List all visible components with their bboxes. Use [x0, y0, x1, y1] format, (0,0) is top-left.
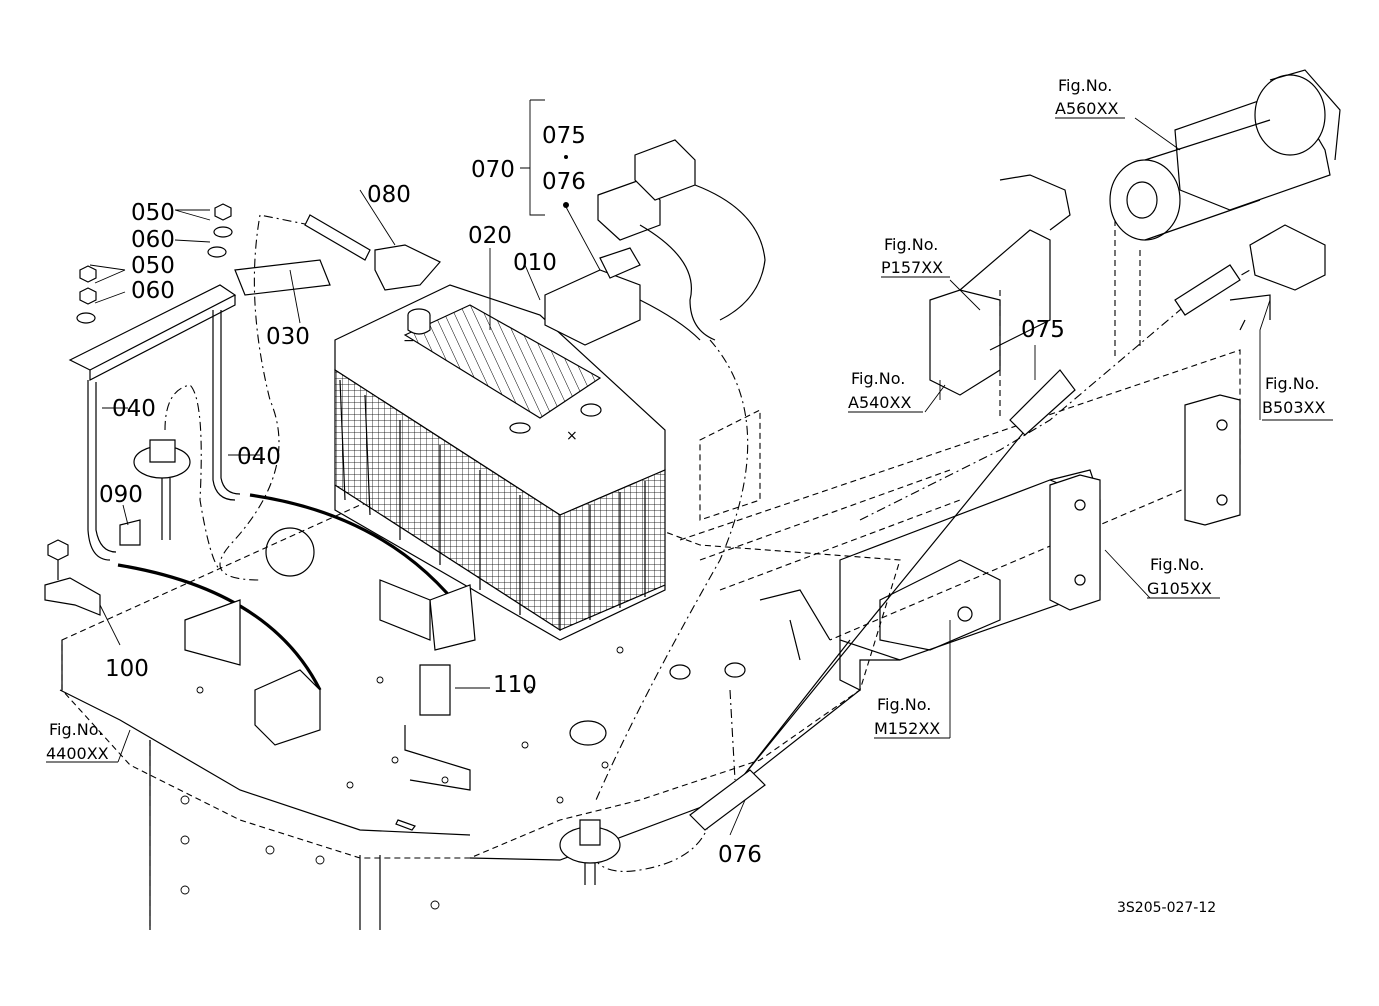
leader-lines [89, 99, 1271, 836]
label-090: 090 [99, 482, 143, 508]
label-040-left: 040 [112, 396, 156, 422]
figref-m152: Fig.No. M152XX [874, 695, 950, 739]
label-020: 020 [468, 223, 512, 249]
label-070: 070 [471, 157, 515, 183]
figref-p157: Fig.No. P157XX [881, 235, 950, 278]
label-075-top: 075 [542, 123, 586, 149]
label-076-bottom: 076 [718, 842, 762, 868]
label-030: 030 [266, 324, 310, 350]
svg-text:Fig.No.: Fig.No. [49, 720, 103, 739]
part-labels: 050 060 050 060 030 080 020 010 070 075 … [99, 123, 1065, 868]
positive-sign: × [566, 428, 578, 444]
battery: − × [334, 284, 666, 641]
label-076-top: 076 [542, 169, 586, 195]
figure-references: Fig.No. A560XX Fig.No. P157XX Fig.No. A5… [46, 76, 1333, 763]
label-110: 110 [493, 672, 537, 698]
figref-a560: Fig.No. A560XX [1055, 76, 1125, 119]
label-060-lower: 060 [131, 278, 175, 304]
label-075-right: 075 [1021, 317, 1065, 343]
svg-text:Fig.No.: Fig.No. [877, 695, 931, 714]
label-100: 100 [105, 656, 149, 682]
svg-text:G105XX: G105XX [1147, 579, 1212, 598]
label-050-top: 050 [131, 200, 175, 226]
frame-rails [679, 220, 1241, 691]
svg-text:Fig.No.: Fig.No. [851, 369, 905, 388]
label-050-lower: 050 [131, 253, 175, 279]
svg-text:Fig.No.: Fig.No. [1058, 76, 1112, 95]
figref-a540: Fig.No. A540XX [848, 369, 923, 413]
battery-cables [117, 214, 1251, 872]
svg-text:B503XX: B503XX [1262, 398, 1325, 417]
svg-text:A540XX: A540XX [848, 393, 911, 412]
starter-motor [1109, 69, 1341, 241]
svg-text:Fig.No.: Fig.No. [884, 235, 938, 254]
svg-text:M152XX: M152XX [874, 719, 940, 738]
svg-text:A560XX: A560XX [1055, 99, 1118, 118]
terminal-boots [559, 224, 1326, 885]
label-040-right: 040 [237, 444, 281, 470]
svg-text:Fig.No.: Fig.No. [1150, 555, 1204, 574]
hold-down-assembly [68, 203, 331, 561]
figref-g105: Fig.No. G105XX [1147, 555, 1220, 599]
small-parts [44, 384, 471, 791]
drawing-code: 3S205-027-12 [1117, 900, 1216, 916]
brackets [184, 174, 1071, 746]
label-010: 010 [513, 250, 557, 276]
label-080: 080 [367, 182, 411, 208]
negative-sign: − [403, 333, 415, 349]
figref-b503: Fig.No. B503XX [1262, 374, 1333, 421]
connector-harness [544, 139, 766, 346]
figref-4400: Fig.No. 4400XX [46, 720, 118, 763]
svg-text:P157XX: P157XX [881, 258, 943, 277]
svg-text:Fig.No.: Fig.No. [1265, 374, 1319, 393]
svg-text:4400XX: 4400XX [46, 744, 109, 763]
label-060-top: 060 [131, 227, 175, 253]
